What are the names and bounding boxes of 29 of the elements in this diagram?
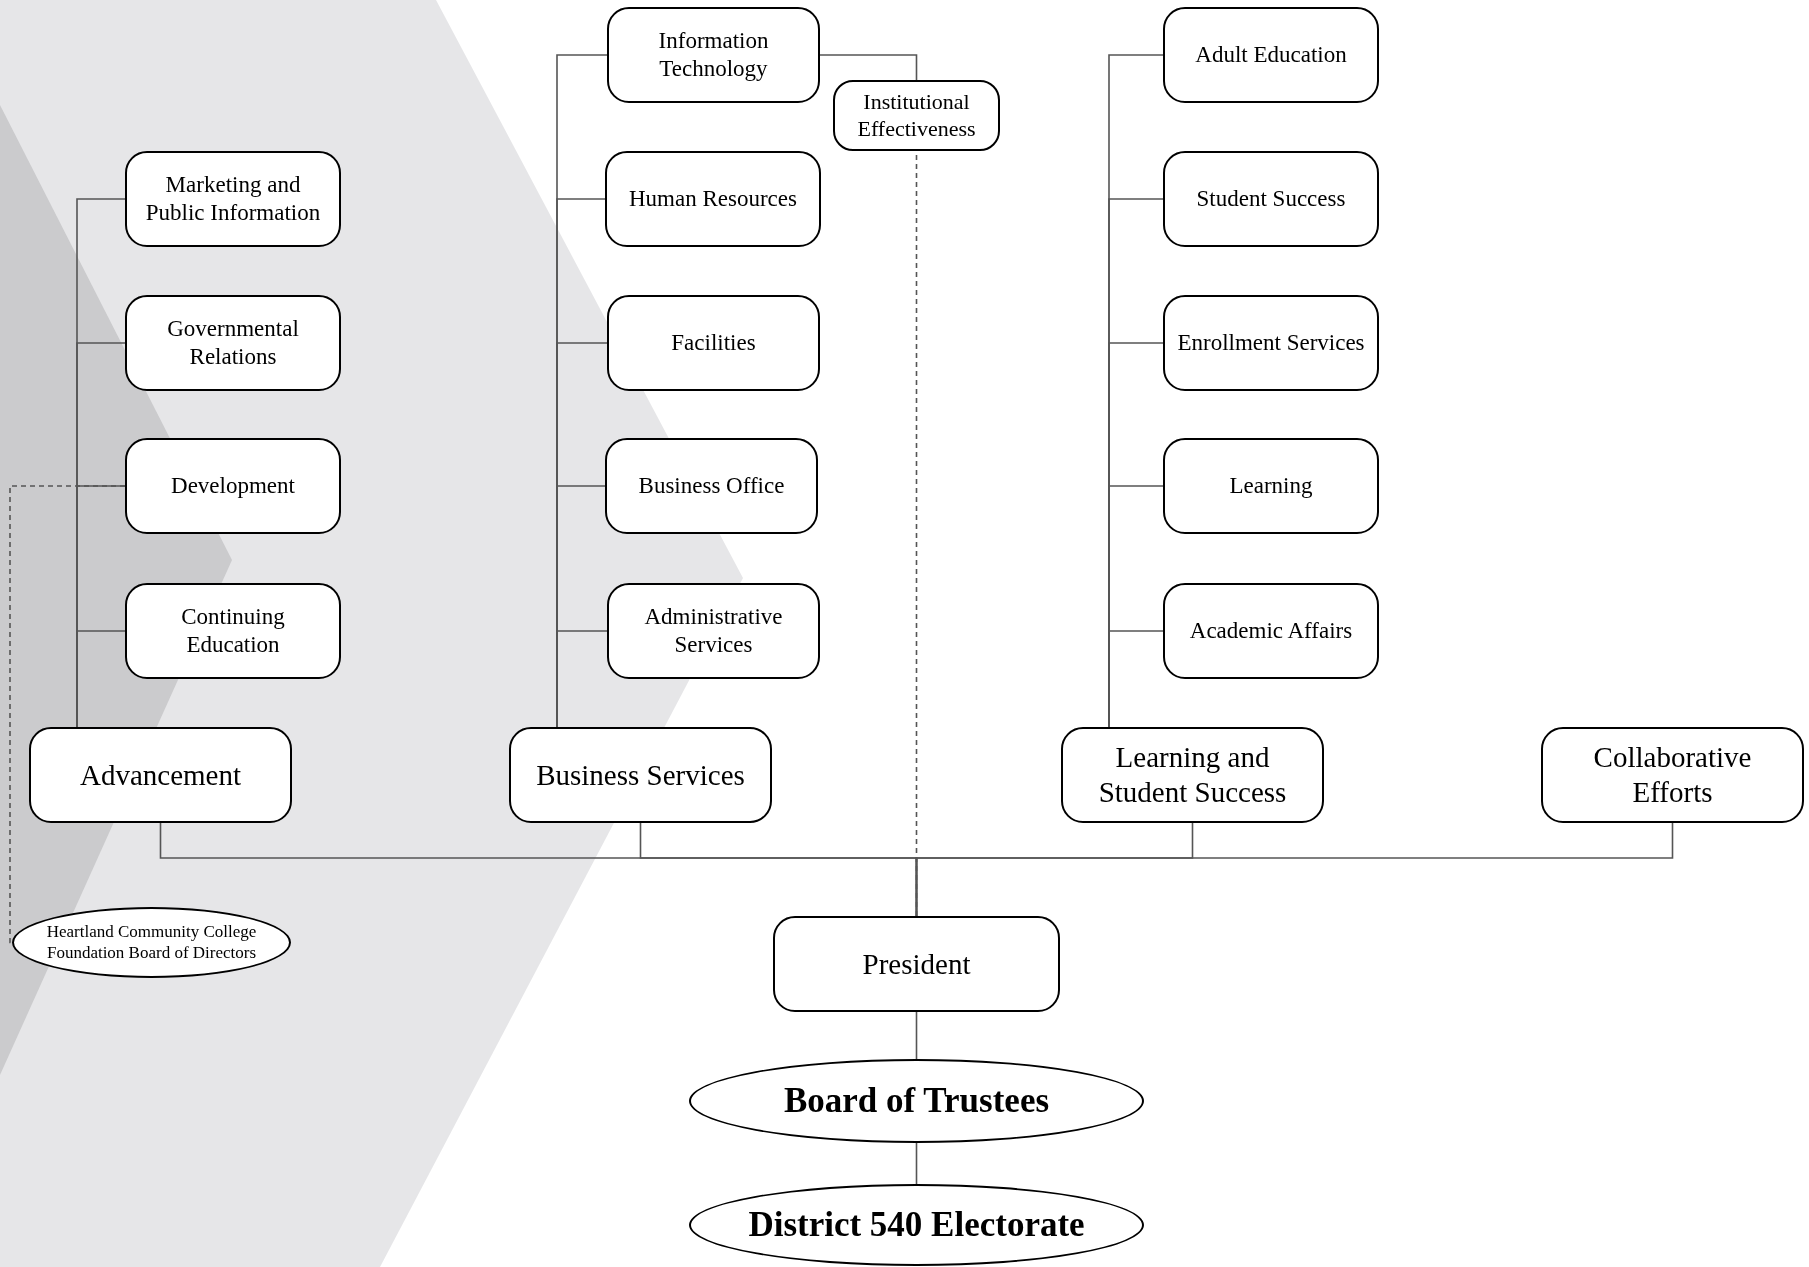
unit-box: Marketing and Public Information xyxy=(125,151,341,247)
unit-box: Information Technology xyxy=(607,7,820,103)
connector-line xyxy=(9,485,126,944)
unit-box: Student Success xyxy=(1163,151,1379,247)
connector-line xyxy=(915,1142,918,1185)
unit-box: Business Office xyxy=(605,438,818,534)
connector-line xyxy=(819,54,918,81)
unit-box: Academic Affairs xyxy=(1163,583,1379,679)
unit-box: Adult Education xyxy=(1163,7,1379,103)
division-box: Collaborative Efforts xyxy=(1541,727,1804,823)
unit-box: Continuing Education xyxy=(125,583,341,679)
connector-line xyxy=(76,630,126,728)
division-box: Learning and Student Success xyxy=(1061,727,1324,823)
division-box: Advancement xyxy=(29,727,292,823)
unit-box: Learning xyxy=(1163,438,1379,534)
division-box: President xyxy=(773,916,1060,1012)
board-oval: District 540 Electorate xyxy=(689,1184,1144,1266)
unit-box: Facilities xyxy=(607,295,820,391)
unit-box: Enrollment Services xyxy=(1163,295,1379,391)
board-oval: Board of Trustees xyxy=(689,1059,1144,1143)
unit-box: Governmental Relations xyxy=(125,295,341,391)
connector-line xyxy=(556,630,608,728)
unit-box: Administrative Services xyxy=(607,583,820,679)
connector-line xyxy=(1108,630,1164,728)
unit-box: Development xyxy=(125,438,341,534)
unit-box: Human Resources xyxy=(605,151,821,247)
unit-box: Institutional Effectiveness xyxy=(833,80,1000,151)
connector-line xyxy=(915,1011,918,1060)
division-box: Business Services xyxy=(509,727,772,823)
